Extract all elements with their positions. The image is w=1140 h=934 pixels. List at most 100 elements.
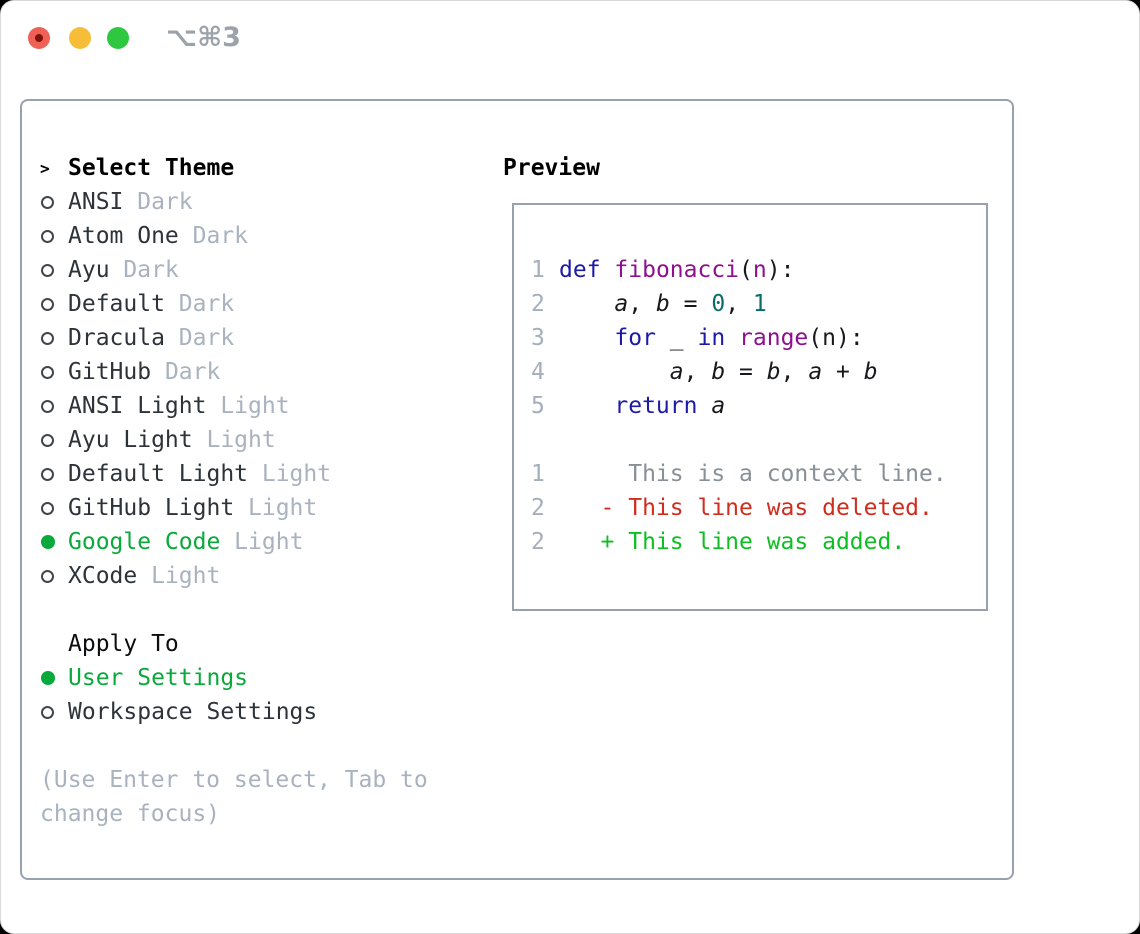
option-label: Default Light [68,461,249,487]
radio-selected-icon [40,671,68,685]
theme-option-github[interactable]: GitHub Dark [40,355,490,389]
close-window-button[interactable] [28,27,50,49]
line-content: a, b = b, a + b [669,359,878,385]
preview-code-line: 5 return a [531,389,986,423]
radio-icon [40,297,68,311]
theme-option-ansi[interactable]: ANSI Dark [40,185,490,219]
line-content: return a [614,393,726,419]
theme-variant-label: Light [137,563,221,589]
selection-chevron-icon: > [40,158,50,178]
line-number: 2 [531,291,545,317]
preview-code-line: 4 a, b = b, a + b [531,355,986,389]
theme-option-ayu-light[interactable]: Ayu Light Light [40,423,490,457]
theme-variant-label: Dark [164,325,235,351]
preview-title: Preview [503,155,600,181]
theme-option-atom-one[interactable]: Atom One Dark [40,219,490,253]
line-content: def fibonacci(n): [559,257,795,283]
theme-variant-label: Light [248,461,332,487]
theme-variant-label: Dark [164,291,235,317]
preview-code-line: 1 def fibonacci(n): [531,253,986,287]
line-number: 2 [531,529,545,555]
line-number: 5 [531,393,545,419]
theme-option-default-light[interactable]: Default Light Light [40,457,490,491]
option-label: Atom One [68,223,179,249]
radio-icon [40,569,68,583]
option-label: GitHub [68,359,152,385]
line-content: This is a context line. [559,461,947,487]
radio-icon [40,705,68,719]
radio-selected-icon [40,535,68,549]
line-number: 1 [531,461,545,487]
zoom-window-button[interactable] [107,27,129,49]
minimize-window-button[interactable] [69,27,91,49]
preview-code-line: 2 a, b = 0, 1 [531,287,986,321]
select-theme-header: > Select Theme [40,151,490,185]
radio-icon [40,263,68,277]
line-number: 4 [531,359,545,385]
theme-variant-label: Light [192,427,276,453]
theme-variant-label: Light [206,393,290,419]
preview-code-line: 3 for _ in range(n): [531,321,986,355]
line-number: 1 [531,257,545,283]
preview-blank-line [531,423,986,457]
theme-option-github-light[interactable]: GitHub Light Light [40,491,490,525]
line-content: for _ in range(n): [614,325,864,351]
select-theme-title: Select Theme [68,155,235,181]
option-label: Workspace Settings [68,699,318,725]
line-content: + This line was added. [559,529,906,555]
preview-diff-line: 2 + This line was added. [531,525,986,559]
spacer [40,593,490,627]
theme-variant-label: Light [234,495,318,521]
theme-option-google-code[interactable]: Google Code Light [40,525,490,559]
line-number: 3 [531,325,545,351]
radio-icon [40,195,68,209]
theme-variant-label: Light [220,529,304,555]
option-label: Default [68,291,165,317]
theme-variant-label: Dark [109,257,179,283]
theme-variant-label: Dark [123,189,193,215]
option-label: GitHub Light [68,495,235,521]
apply-option-workspace-settings[interactable]: Workspace Settings [40,695,490,729]
hint-text-line-2: change focus) [40,801,221,827]
option-label: Google Code [68,529,221,555]
radio-icon [40,331,68,345]
option-label: Ayu Light [68,427,193,453]
radio-icon [40,399,68,413]
theme-option-default[interactable]: Default Dark [40,287,490,321]
preview-diff-line: 2 - This line was deleted. [531,491,986,525]
radio-icon [40,229,68,243]
preview-diff-line: 1 This is a context line. [531,457,986,491]
radio-icon [40,467,68,481]
spacer [40,729,490,763]
radio-icon [40,365,68,379]
window-titlebar: ⌥⌘3 [1,1,1139,75]
line-content: - This line was deleted. [559,495,933,521]
apply-to-header: Apply To [40,627,490,661]
option-label: Ayu [68,257,110,283]
theme-variant-label: Dark [178,223,249,249]
line-number: 2 [531,495,545,521]
apply-to-title: Apply To [68,631,179,657]
option-label: ANSI [68,189,124,215]
radio-icon [40,433,68,447]
apply-option-user-settings[interactable]: User Settings [40,661,490,695]
option-label: XCode [68,563,138,589]
option-label: User Settings [68,665,249,691]
theme-variant-label: Dark [151,359,221,385]
theme-option-ayu[interactable]: Ayu Dark [40,253,490,287]
theme-option-xcode[interactable]: XCode Light [40,559,490,593]
line-content: a, b = 0, 1 [614,291,767,317]
theme-option-ansi-light[interactable]: ANSI Light Light [40,389,490,423]
option-label: Dracula [68,325,165,351]
option-label: ANSI Light [68,393,207,419]
keyboard-shortcut-label: ⌥⌘3 [166,22,241,53]
theme-option-dracula[interactable]: Dracula Dark [40,321,490,355]
hint-text-line-1: (Use Enter to select, Tab to [40,767,428,793]
